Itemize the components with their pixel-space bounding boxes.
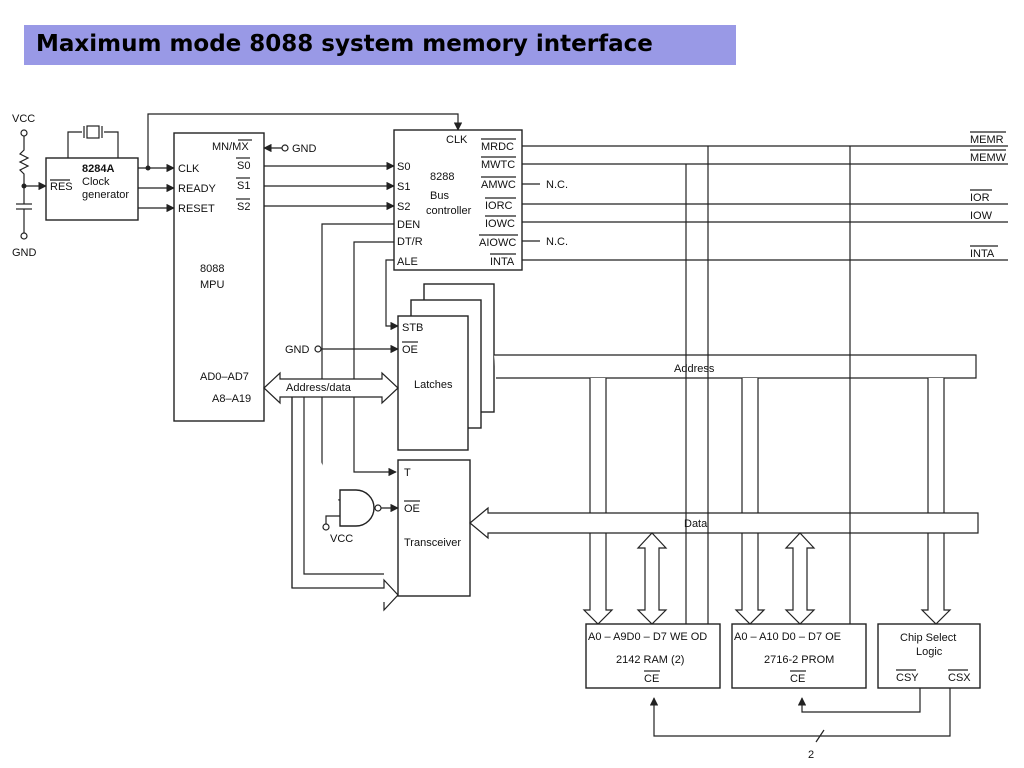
bus-width-label: 2: [808, 749, 814, 761]
vcc-rc-network: VCC GND: [12, 113, 47, 259]
address-data-bus: Address/data: [263, 371, 399, 405]
nc-label-1: N.C.: [546, 179, 568, 191]
memr-signal: MEMR: [970, 134, 1004, 146]
csl-name-line2: Logic: [916, 646, 943, 658]
mpu-ad-pins: AD0–AD7: [200, 371, 249, 383]
ram-ce-pin: CE: [644, 673, 659, 685]
vcc-terminal: [20, 129, 28, 137]
bc-mwtc-pin: MWTC: [481, 159, 515, 171]
latches: STB OE Latches: [397, 283, 495, 451]
bc-inta-pin: INTA: [490, 256, 515, 268]
latch-stb-pin: STB: [402, 322, 423, 334]
gnd-terminal: [20, 232, 28, 240]
bc-name-line3: controller: [426, 205, 472, 217]
latch-gnd-label: GND: [285, 344, 310, 356]
address-data-label: Address/data: [286, 382, 352, 394]
mpu-gnd-label: GND: [292, 143, 317, 155]
memw-signal: MEMW: [970, 152, 1007, 164]
bc-iowc-pin: IOWC: [485, 218, 515, 230]
res-pin-label: RES: [50, 181, 73, 193]
bc-name-line1: 8288: [430, 171, 454, 183]
bc-name-line2: Bus: [430, 190, 449, 202]
clock-generator: RES 8284A Clock generator: [45, 125, 139, 221]
vcc-label: VCC: [12, 113, 35, 125]
prom-name: 2716-2 PROM: [764, 654, 834, 666]
trans-oe-pin: OE: [404, 503, 420, 515]
ram-2142: A0 – A9D0 – D7 WE OD 2142 RAM (2) CE: [585, 623, 721, 689]
mpu-reset-pin: RESET: [178, 203, 215, 215]
page-title: Maximum mode 8088 system memory interfac…: [36, 31, 653, 57]
bc-den-pin: DEN: [397, 219, 420, 231]
ram-name: 2142 RAM (2): [616, 654, 684, 666]
trans-t-pin: T: [404, 467, 411, 479]
iow-signal: IOW: [970, 210, 993, 222]
prom-2716: A0 – A10 D0 – D7 OE 2716-2 PROM CE: [731, 623, 867, 689]
bc-s2-pin: S2: [397, 201, 410, 213]
mpu-ready-pin: READY: [178, 183, 217, 195]
ram-pins: A0 – A9D0 – D7 WE OD: [588, 631, 707, 643]
mpu-s0-pin: S0: [237, 160, 250, 172]
data-bus-label: Data: [684, 518, 708, 530]
mpu-name-line2: MPU: [200, 279, 225, 291]
transceiver: T OE Transceiver: [397, 459, 471, 597]
bc-amwc-pin: AMWC: [481, 179, 516, 191]
csl-csx-pin: CSX: [948, 672, 971, 684]
gate-vcc-label: VCC: [330, 533, 353, 545]
mpu-name-line1: 8088: [200, 263, 224, 275]
mpu-mnmx-pin: MN/MX: [212, 141, 249, 153]
latch-oe-pin: OE: [402, 344, 418, 356]
csl-csy-pin: CSY: [896, 672, 919, 684]
bus-controller-8288: CLK S0 S1 S2 DEN DT/R ALE 8288 Bus contr…: [393, 129, 523, 271]
bc-iorc-pin: IORC: [485, 200, 513, 212]
mpu-8088: CLK READY RESET MN/MX S0 S1 S2 8088 MPU …: [173, 132, 265, 422]
csl-name-line1: Chip Select: [900, 632, 956, 644]
data-bus: Data: [469, 506, 979, 540]
inta-signal: INTA: [970, 248, 995, 260]
mpu-s2-pin: S2: [237, 201, 250, 213]
clock-gen-name: 8284A: [82, 163, 114, 175]
latch-name: Latches: [414, 379, 453, 391]
title-bar: Maximum mode 8088 system memory interfac…: [24, 25, 736, 65]
nc-label-2: N.C.: [546, 236, 568, 248]
gnd-label: GND: [12, 247, 37, 259]
address-bus-label: Address: [674, 363, 715, 375]
bc-s1-pin: S1: [397, 181, 410, 193]
bc-s0-pin: S0: [397, 161, 410, 173]
bc-aiowc-pin: AIOWC: [479, 237, 516, 249]
trans-name: Transceiver: [404, 537, 461, 549]
ior-signal: IOR: [970, 192, 990, 204]
mpu-clk-pin: CLK: [178, 163, 200, 175]
chip-select-logic: Chip Select Logic CSY CSX: [877, 623, 981, 689]
clock-gen-line2: Clock: [82, 176, 110, 188]
mpu-s1-pin: S1: [237, 180, 250, 192]
nand-gate: VCC: [322, 489, 399, 545]
bc-clk-pin: CLK: [446, 134, 468, 146]
clock-gen-line3: generator: [82, 189, 129, 201]
address-bus: Address: [494, 354, 977, 379]
bc-mrdc-pin: MRDC: [481, 141, 514, 153]
mpu-a-pins: A8–A19: [212, 393, 251, 405]
prom-pins: A0 – A10 D0 – D7 OE: [734, 631, 841, 643]
bc-ale-pin: ALE: [397, 256, 418, 268]
prom-ce-pin: CE: [790, 673, 805, 685]
bc-dtr-pin: DT/R: [397, 236, 423, 248]
